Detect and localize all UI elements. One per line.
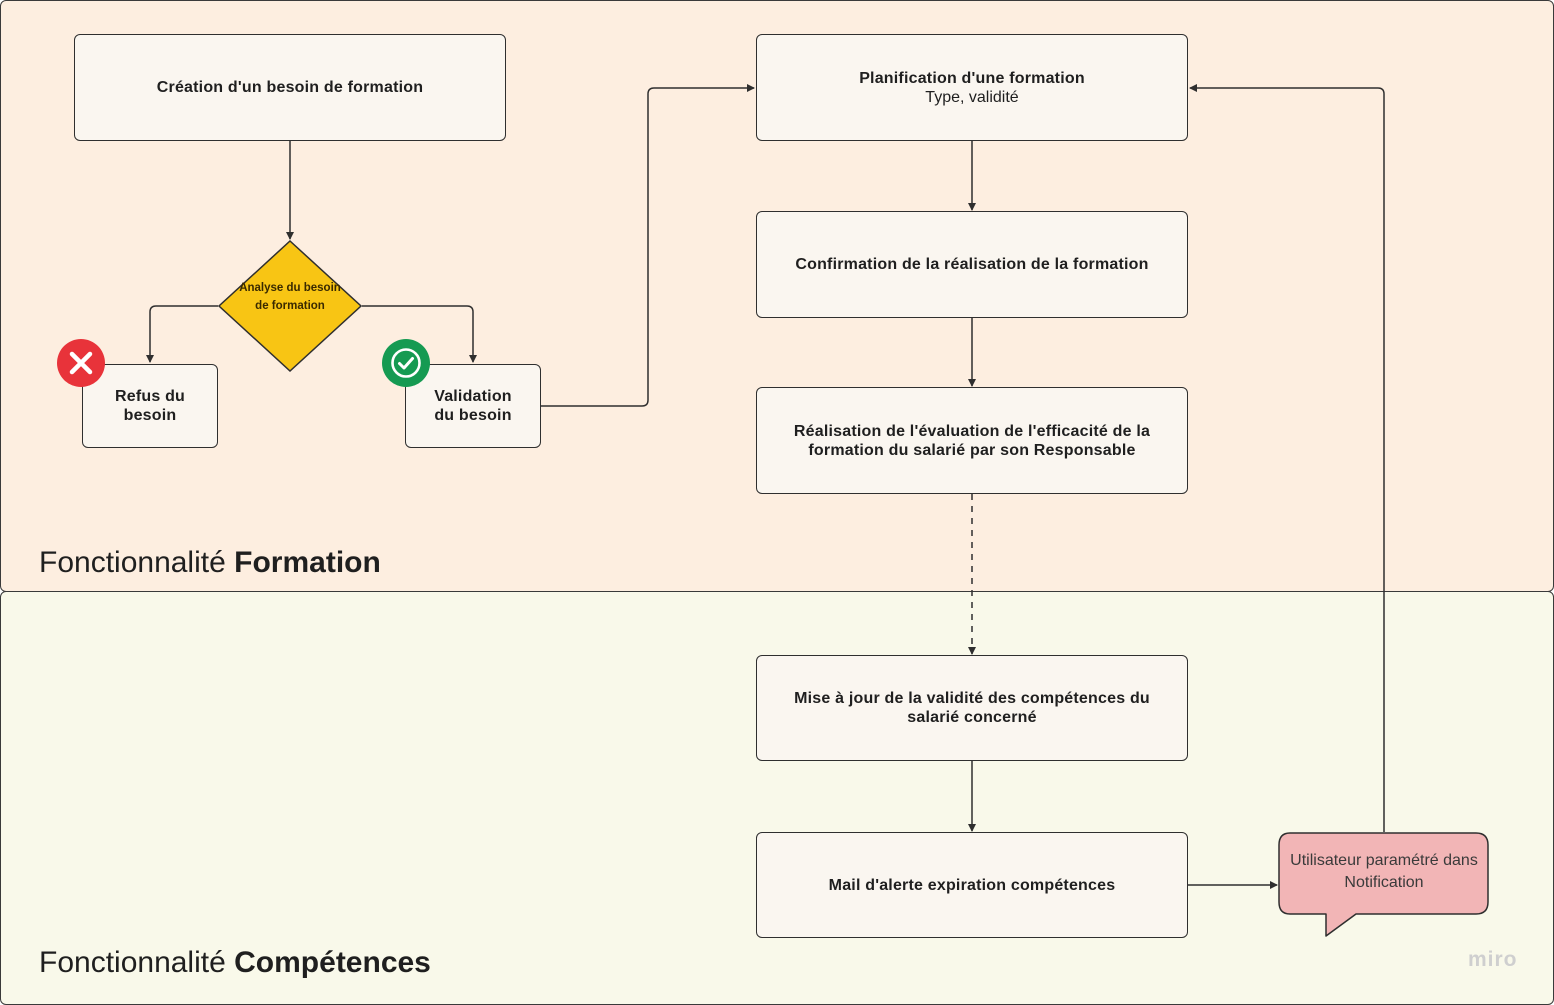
lane-competences-title: Fonctionnalité Compétences	[39, 946, 431, 980]
decision-diamond[interactable]	[218, 240, 362, 372]
node-mise-a-jour-label: Mise à jour de la validité des compétenc…	[794, 690, 1150, 726]
node-planification-title: Planification d'une formation	[859, 69, 1085, 87]
close-icon	[57, 339, 105, 387]
notification-bubble[interactable]	[1278, 832, 1490, 938]
node-validation[interactable]: Validation du besoin	[405, 364, 541, 448]
arrow-analyse-to-refus	[146, 305, 218, 363]
miro-watermark: miro	[1468, 948, 1518, 971]
node-creation-label: Création d'un besoin de formation	[156, 79, 424, 96]
notification-label: Utilisateur paramétré dans Notification	[1290, 852, 1478, 891]
node-planification-subtitle: Type, validité	[925, 88, 1019, 106]
arrow-analyse-to-validation	[362, 305, 477, 363]
lane-formation-prefix: Fonctionnalité	[39, 546, 226, 579]
node-evaluation[interactable]: Réalisation de l'évaluation de l'efficac…	[756, 387, 1188, 494]
node-refus[interactable]: Refus du besoin	[82, 364, 218, 448]
node-mail-label: Mail d'alerte expiration compétences	[828, 876, 1116, 894]
node-confirmation[interactable]: Confirmation de la réalisation de la for…	[756, 211, 1188, 318]
arrow-notification-to-planification	[1189, 84, 1385, 832]
lane-formation-name: Formation	[234, 546, 381, 579]
node-creation[interactable]: Création d'un besoin de formation	[74, 34, 506, 141]
node-validation-label: Validation du besoin	[434, 388, 512, 424]
lane-competences-name: Compétences	[234, 946, 431, 979]
lane-competences-prefix: Fonctionnalité	[39, 946, 226, 979]
node-planification[interactable]: Planification d'une formation Type, vali…	[756, 34, 1188, 141]
arrow-validation-to-planification	[541, 84, 755, 407]
lane-formation-title: Fonctionnalité Formation	[39, 546, 381, 580]
node-mise-a-jour[interactable]: Mise à jour de la validité des compétenc…	[756, 655, 1188, 761]
decision-label: Analyse du besoin de formation	[239, 282, 341, 312]
node-confirmation-label: Confirmation de la réalisation de la for…	[795, 256, 1149, 273]
node-refus-label: Refus du besoin	[114, 388, 186, 424]
node-evaluation-label: Réalisation de l'évaluation de l'efficac…	[793, 422, 1151, 459]
node-mail[interactable]: Mail d'alerte expiration compétences	[756, 832, 1188, 938]
check-circle-icon	[382, 339, 430, 387]
